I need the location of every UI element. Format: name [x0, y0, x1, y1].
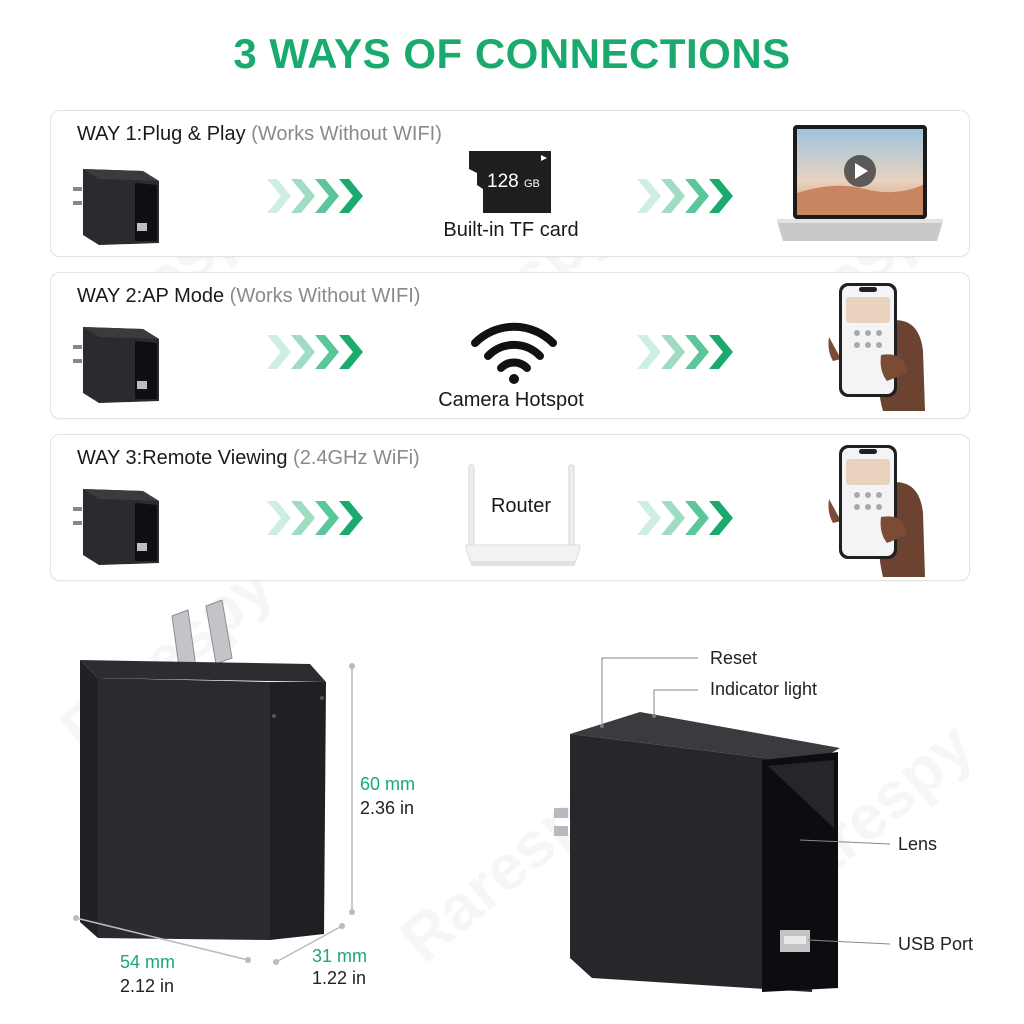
charger-front-illustration — [80, 599, 326, 940]
way-2-middle-label: Camera Hotspot — [438, 389, 584, 411]
callout-lens: Lens — [898, 834, 938, 854]
width-in: 2.12 in — [120, 976, 175, 996]
arrow-chevrons-icon — [267, 179, 363, 213]
arrow-chevrons-icon — [267, 335, 363, 369]
charger-icon — [73, 489, 159, 565]
way-3-middle-label: Router — [490, 495, 552, 517]
height-in: 2.36 in — [360, 798, 415, 818]
arrow-chevrons-icon — [267, 501, 363, 535]
sd-card-icon — [469, 151, 551, 213]
way-2-sub: (Works Without WIFI) — [229, 285, 421, 307]
arrow-chevrons-icon — [637, 179, 733, 213]
way-1-middle-label: Built-in TF card — [443, 219, 579, 241]
callout-lines — [601, 657, 891, 945]
height-mm: 60 mm — [360, 774, 416, 794]
way-3-heading: WAY 3:Remote Viewing (2.4GHz WiFi) — [77, 447, 420, 470]
callout-reset: Reset — [710, 648, 758, 668]
sd-card-label: 128 GB — [487, 171, 540, 192]
charger-icon — [73, 169, 159, 245]
page-title: 3 WAYS OF CONNECTIONS — [233, 30, 791, 77]
wifi-icon — [471, 322, 557, 384]
depth-in: 1.22 in — [312, 968, 367, 988]
way-3-label: WAY 3:Remote Viewing — [77, 447, 288, 469]
callout-indicator-light: Indicator light — [710, 679, 818, 699]
way-1-panel: WAY 1:Plug & Play (Works Without WIFI) 1… — [50, 110, 970, 257]
dimension-lines — [73, 663, 355, 965]
smartphone-icon — [828, 445, 925, 577]
way-3-sub: (2.4GHz WiFi) — [293, 447, 420, 469]
laptop-icon — [777, 125, 943, 241]
way-2-heading: WAY 2:AP Mode (Works Without WIFI) — [77, 285, 420, 308]
charger-angled-illustration — [554, 712, 840, 992]
smartphone-icon — [828, 283, 925, 411]
way-3-panel: WAY 3:Remote Viewing (2.4GHz WiFi) Route… — [50, 434, 970, 581]
depth-mm: 31 mm — [312, 946, 368, 966]
arrow-chevrons-icon — [637, 501, 733, 535]
way-2-panel: WAY 2:AP Mode (Works Without WIFI) Camer… — [50, 272, 970, 419]
way-1-heading: WAY 1:Plug & Play (Works Without WIFI) — [77, 123, 442, 146]
way-1-sub: (Works Without WIFI) — [251, 123, 442, 145]
callout-usb-port: USB Port — [898, 934, 974, 954]
way-2-label: WAY 2:AP Mode — [77, 285, 225, 307]
charger-icon — [73, 327, 159, 403]
way-1-label: WAY 1:Plug & Play — [77, 123, 246, 145]
arrow-chevrons-icon — [637, 335, 733, 369]
width-mm: 54 mm — [120, 952, 176, 972]
router-icon — [465, 464, 581, 566]
